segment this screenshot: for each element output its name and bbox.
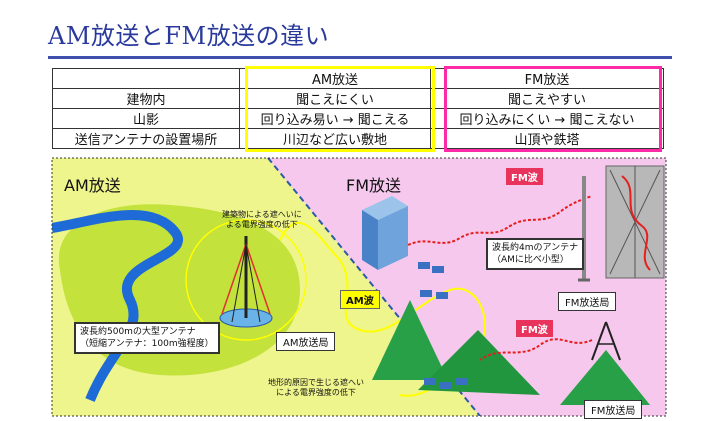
building-shielding-note: 建築物による遮へいに よる電界強度の低下 (222, 210, 302, 229)
building-icon (362, 196, 408, 270)
area-divider (267, 158, 481, 416)
am-cell: 川辺など広い敷地 (239, 128, 431, 149)
table-row: 送信アンテナの設置場所 川辺など広い敷地 山頂や鉄塔 (52, 128, 664, 149)
fm-cell: 聞こえやすい (430, 88, 664, 109)
fm-cell: 回り込みにくい → 聞こえない (430, 108, 664, 129)
mountain-left (372, 300, 448, 380)
am-wave-ring (185, 219, 307, 341)
fm-wave-label-top: FM波 (506, 168, 543, 185)
fm-station-bottom-label: FM放送局 (584, 400, 643, 419)
mountain-right (560, 350, 650, 405)
title-underline (48, 56, 672, 59)
fm-station-top-label: FM放送局 (558, 292, 617, 311)
fm-antenna-callout: 波長約4mのアンテナ （AMに比べ小型） (486, 238, 585, 270)
am-cell: 回り込み易い → 聞こえる (239, 108, 431, 129)
page-title: AM放送とFM放送の違い (48, 22, 330, 50)
fm-mountain-antenna-icon (591, 321, 621, 361)
table-header-row: AM放送 FM放送 (52, 68, 664, 89)
am-antenna-callout: 波長約500mの大型アンテナ （短縮アンテナ：100m強程度） (74, 322, 220, 354)
fm-wave-signal-top (407, 195, 593, 246)
table-row: 建物内 聞こえにくい 聞こえやすい (52, 88, 664, 109)
row-label: 送信アンテナの設置場所 (52, 128, 240, 149)
mountain-center (418, 330, 540, 395)
fm-cell: 山頂や鉄塔 (430, 128, 664, 149)
terrain-shielding-note: 地形的原因で生じる遮へい による電界強度の低下 (268, 378, 364, 397)
fm-area-label: FM放送 (346, 176, 402, 195)
fm-tower-icon (578, 165, 665, 282)
comparison-table: AM放送 FM放送 建物内 聞こえにくい 聞こえやすい 山影 回り込み易い → … (52, 68, 664, 149)
header-cell-am: AM放送 (239, 68, 431, 89)
am-area-label: AM放送 (64, 176, 121, 195)
fm-wave-label-mid: FM波 (516, 320, 553, 337)
house-cluster (418, 262, 468, 389)
fm-wave-signal-bottom (479, 338, 593, 361)
am-station-label: AM放送局 (276, 332, 336, 351)
am-antenna-icon (221, 236, 271, 323)
am-wave-label: AM波 (340, 290, 380, 309)
